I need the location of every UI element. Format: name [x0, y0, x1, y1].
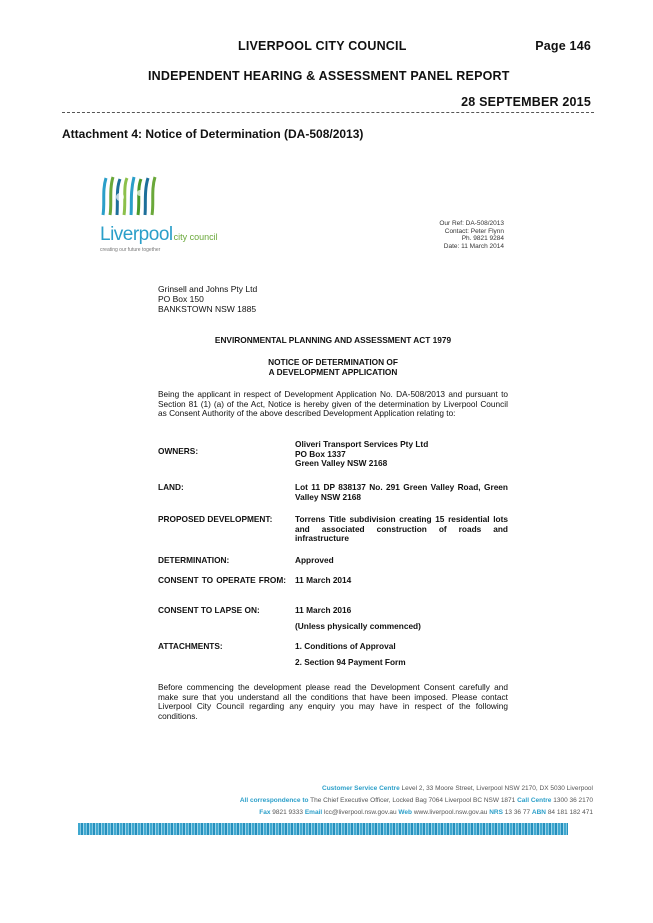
footer-nrs-label: NRS [489, 809, 503, 816]
footer-corr-value: The Chief Executive Officer, Locked Bag … [310, 797, 516, 804]
footer-corr-label: All correspondence to [239, 797, 309, 804]
consent-lapse-date: 11 March 2016 [295, 605, 352, 615]
consent-lapse-label: CONSENT TO LAPSE ON: [158, 605, 260, 615]
footer-line-3: Fax 9821 9333 Email lcc@liverpool.nsw.go… [259, 809, 593, 817]
logo-suffix: city council [173, 232, 218, 242]
consent-lapse-note: (Unless physically commenced) [295, 620, 421, 631]
owners-label: OWNERS: [158, 446, 199, 456]
footer-web-label: Web [398, 809, 413, 816]
footer-fax-value: 9821 9333 [272, 809, 304, 816]
determination-value: Approved [295, 555, 334, 565]
proposed-value: Torrens Title subdivision creating 15 re… [295, 514, 508, 544]
attachments-label: ATTACHMENTS: [158, 641, 223, 651]
footer-nrs-value: 13 36 77 [504, 809, 531, 816]
letter-date: Date: 11 March 2014 [443, 242, 504, 250]
footer-abn-value: 84 181 182 471 [547, 809, 593, 816]
our-ref: Our Ref: DA-508/2013 [439, 220, 504, 227]
consent-operate-value: 11 March 2014 [295, 575, 352, 585]
footer-call-value: 1300 36 2170 [553, 797, 593, 804]
footer-line-1: Customer Service Centre Level 2, 33 Moor… [322, 785, 593, 793]
land-label: LAND: [158, 482, 184, 492]
logo-word: Liverpool [100, 224, 173, 245]
council-name: LIVERPOOL CITY COUNCIL [238, 39, 407, 53]
addressee-line-1: Grinsell and Johns Pty Ltd [158, 284, 258, 294]
addressee-line-2: PO Box 150 [158, 294, 204, 304]
page-number: Page 146 [535, 39, 591, 53]
logo-mark-icon [100, 175, 160, 217]
determination-label: DETERMINATION: [158, 555, 230, 565]
notice-title-line-1: NOTICE OF DETERMINATION OF [268, 357, 398, 367]
owners-line-1: Oliveri Transport Services Pty Ltd [295, 439, 429, 449]
closing-paragraph: Before commencing the development please… [158, 682, 508, 721]
contact: Contact: Peter Flynn [444, 227, 504, 235]
proposed-label: PROPOSED DEVELOPMENT: [158, 514, 273, 524]
owners-line-3: Green Valley NSW 2168 [295, 458, 388, 469]
phone: Ph. 9821 9284 [461, 235, 504, 243]
header-divider [62, 112, 594, 113]
footer-csc-label: Customer Service Centre [322, 785, 400, 792]
notice-title-line-2: A DEVELOPMENT APPLICATION [268, 367, 398, 377]
owners-line-2: PO Box 1337 [295, 448, 346, 459]
addressee-line-3: BANKSTOWN NSW 1885 [158, 304, 257, 314]
attachment-item-2: 2. Section 94 Payment Form [295, 656, 406, 667]
attachment-item-1: 1. Conditions of Approval [295, 641, 396, 651]
intro-paragraph: Being the applicant in respect of Develo… [158, 389, 508, 419]
footer-line-2: All correspondence to The Chief Executiv… [240, 797, 593, 805]
consent-lapse-value: 11 March 2016 (Unless physically commenc… [295, 605, 508, 631]
consent-operate-label: CONSENT TO OPERATE FROM: [158, 575, 286, 585]
footer-web-value: www.liverpool.nsw.gov.au [413, 809, 488, 816]
reference-block: Our Ref: DA-508/2013 Contact: Peter Flyn… [400, 220, 504, 250]
owners-value: Oliveri Transport Services Pty Ltd PO Bo… [295, 439, 508, 469]
report-title: INDEPENDENT HEARING & ASSESSMENT PANEL R… [148, 69, 510, 83]
footer-decorative-stripe [78, 823, 568, 835]
land-value: Lot 11 DP 838137 No. 291 Green Valley Ro… [295, 482, 508, 502]
footer-call-label: Call Centre [517, 797, 552, 804]
logo-tagline: creating our future together [100, 247, 161, 253]
attachments-list: 1. Conditions of Approval 2. Section 94 … [295, 641, 508, 667]
footer-csc-value: Level 2, 33 Moore Street, Liverpool NSW … [401, 785, 594, 792]
attachment-title: Attachment 4: Notice of Determination (D… [62, 127, 364, 141]
footer-email-label: Email [304, 809, 323, 816]
footer-email-value: lcc@liverpool.nsw.gov.au [323, 809, 397, 816]
footer-fax-label: Fax [259, 809, 271, 816]
addressee: Grinsell and Johns Pty Ltd PO Box 150 BA… [158, 284, 257, 314]
report-date: 28 SEPTEMBER 2015 [461, 95, 591, 109]
footer-abn-label: ABN [531, 809, 546, 816]
act-title: ENVIRONMENTAL PLANNING AND ASSESSMENT AC… [214, 335, 452, 345]
liverpool-council-logo: Liverpoolcity council creating our futur… [100, 175, 218, 253]
